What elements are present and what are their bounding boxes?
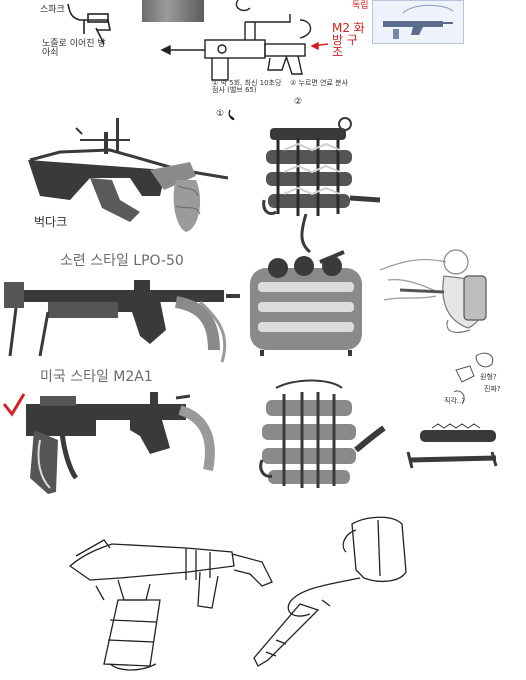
backpack-tank-sketch-1 <box>262 117 381 254</box>
selected-checkmark-icon <box>2 393 26 417</box>
backpack-tank-sketch-3 <box>259 379 386 488</box>
red-note-independent: 독립 <box>352 1 369 11</box>
top-left-nozzle-sketch <box>67 3 111 45</box>
svg-text:②: ② <box>294 97 302 107</box>
m2-flamethrower-diagram: ① ② <box>160 0 329 121</box>
blueprint-drawing <box>383 4 454 39</box>
m2-note-2: ② 누르면 연료 분사 <box>290 79 349 87</box>
lpo50-flamethrower-sketch <box>4 280 240 363</box>
soldier-reference-sketch <box>379 249 487 333</box>
lineart-tank-with-hose-sketch <box>253 516 407 667</box>
m2-heading-label: M2 화방 구조 <box>332 21 365 59</box>
small-note-1: 원형? <box>480 373 497 381</box>
bullpup-flamethrower-sketch <box>28 118 229 232</box>
m2a1-flamethrower-sketch <box>26 392 215 494</box>
small-note-3: 진짜? <box>484 385 501 393</box>
backpack-tank-sketch-2 <box>250 250 362 356</box>
small-note-2: 직각..? <box>444 397 466 405</box>
bullpup-label: 벅다크 <box>34 215 68 229</box>
m2a1-label: 미국 스타일 M2A1 <box>40 369 153 385</box>
m2-note-1: ① 약 5회, 최신 10초당 점사 (밸브 65) <box>212 79 282 94</box>
blueprint-reference <box>372 0 464 44</box>
reference-photo <box>142 0 204 22</box>
lineart-flamethrower-sketch <box>68 539 273 671</box>
lpo50-label: 소련 스타일 LPO-50 <box>60 253 184 269</box>
wand-detail-sketches <box>406 352 498 469</box>
top-left-note-trigger: 노즐로 이어진 방아쇠 <box>42 39 106 58</box>
svg-text:①: ① <box>216 109 224 119</box>
top-left-note-spark: 스파크 <box>40 5 65 15</box>
